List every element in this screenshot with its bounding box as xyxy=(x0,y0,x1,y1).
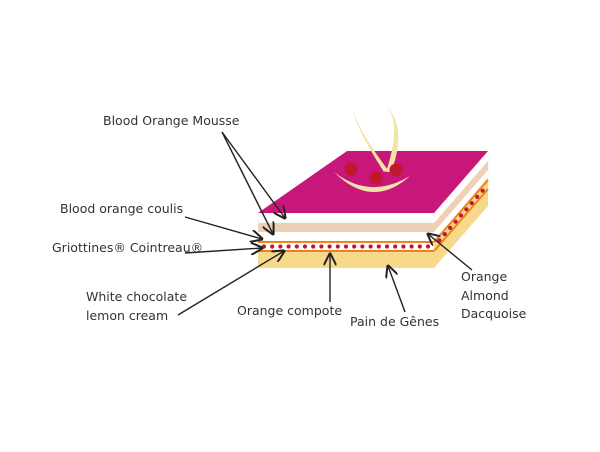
griottine-dot xyxy=(278,244,283,249)
griottine-dot xyxy=(458,213,464,218)
label-pain-de-genes: Pain de Gênes xyxy=(350,314,439,329)
griottine-dot xyxy=(464,207,469,212)
label-white-chocolate-2: lemon cream xyxy=(86,308,168,323)
griottine-dot xyxy=(302,244,308,249)
griottine-dot xyxy=(376,244,381,249)
pain-de-genes-layer xyxy=(258,252,434,268)
arrow-griottines xyxy=(184,248,262,253)
lemon-cream-layer xyxy=(258,232,434,242)
griottine-dot xyxy=(360,244,365,249)
griottine-dot xyxy=(417,244,422,249)
griottine-dot xyxy=(425,244,431,249)
arrow-mousse-1 xyxy=(221,131,285,218)
arrow-lemon-cream xyxy=(177,251,284,316)
griottine-dot xyxy=(393,244,398,249)
griottine-dot xyxy=(409,244,414,249)
label-blood-orange-coulis: Blood orange coulis xyxy=(60,201,183,216)
cake-side-face xyxy=(433,150,489,268)
griottine-dot xyxy=(401,244,406,249)
label-griottines: Griottines® Cointreau® xyxy=(52,240,203,255)
griottine-dot xyxy=(442,232,447,237)
arrow-dacquoise xyxy=(428,234,473,271)
arrow-mousse-2 xyxy=(221,131,273,234)
griottine-dot xyxy=(480,188,485,193)
leader-arrows xyxy=(177,131,473,316)
griottine-dot xyxy=(448,225,453,230)
griottines-layer xyxy=(261,244,431,249)
arrow-coulis xyxy=(184,216,262,239)
chocolate-decoration xyxy=(334,103,410,193)
label-dacquoise-2: Almond xyxy=(461,288,509,303)
griottine-dot xyxy=(319,244,324,249)
griottine-dot xyxy=(453,219,458,224)
label-dacquoise-3: Dacquoise xyxy=(461,306,527,321)
griottine-dot xyxy=(384,244,390,249)
griottine-dot xyxy=(327,244,332,249)
griottine-dot xyxy=(311,244,316,249)
griottine-dot xyxy=(294,244,299,249)
label-orange-compote: Orange compote xyxy=(237,303,342,318)
griottine-dot xyxy=(335,244,340,249)
label-dacquoise-1: Orange xyxy=(461,269,507,284)
arrow-pain-de-genes xyxy=(388,266,406,313)
griottine-dot xyxy=(261,244,267,249)
griottine-dot xyxy=(343,244,349,249)
griottine-dot xyxy=(475,194,480,199)
label-blood-orange-mousse: Blood Orange Mousse xyxy=(103,113,240,128)
cake-front-face xyxy=(257,212,435,268)
coulis-layer xyxy=(258,223,434,232)
griottine-dot xyxy=(286,244,291,249)
griottine-dot xyxy=(352,244,357,249)
griottine-dot xyxy=(270,244,275,249)
label-white-chocolate-1: White chocolate xyxy=(86,289,187,304)
griottine-dot xyxy=(469,201,474,206)
griottine-dot xyxy=(368,244,373,249)
